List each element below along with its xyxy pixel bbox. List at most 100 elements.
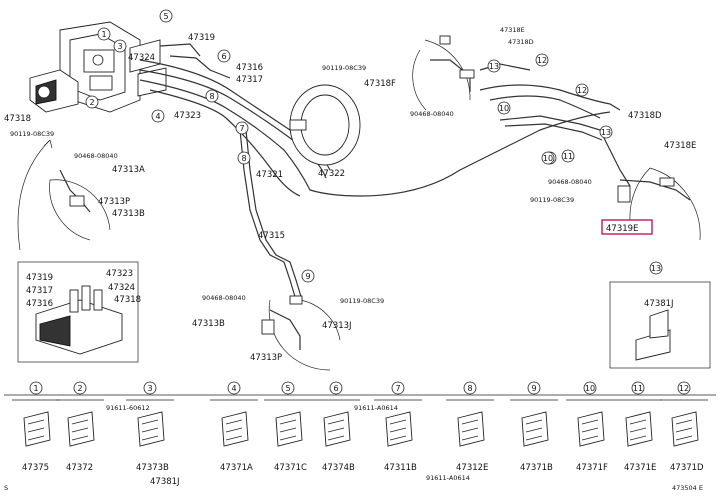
- circle-callout-13-2: 13: [599, 125, 613, 139]
- front-brake-disc-left: [49, 169, 111, 241]
- label-c473198: 47319: [188, 33, 215, 43]
- bottom-part-label-9: 47371B: [520, 463, 553, 473]
- bottom-part-7: 7 47311B 91611-A0614: [354, 381, 422, 473]
- bottom-part-extra-3: 47381J: [150, 477, 180, 487]
- svg-text:6: 6: [333, 384, 338, 393]
- circle-callout-13-box: 13: [649, 261, 663, 275]
- circle-callout-10-2: 10: [541, 151, 555, 165]
- label-c4731se: 47318E: [500, 26, 525, 34]
- svg-text:12: 12: [679, 384, 689, 393]
- svg-text:2: 2: [77, 384, 82, 393]
- svg-text:10: 10: [543, 154, 553, 163]
- svg-text:6: 6: [221, 52, 226, 61]
- svg-text:5: 5: [285, 384, 290, 393]
- circle-callout-12-1: 12: [535, 53, 549, 67]
- label-c4731ef: 47319E: [606, 224, 638, 234]
- label-c4731sb: 47313B: [112, 209, 145, 219]
- bottom-part-sub-8: 91611-A0614: [426, 474, 470, 482]
- label-c4731sa: 47313A: [112, 165, 145, 175]
- rear-brake-disc-left: [261, 295, 341, 371]
- label-c4731dd: 47318D: [628, 111, 662, 121]
- bottom-part-label-4: 47371A: [220, 463, 253, 473]
- label-c90468a: 90468-08040: [74, 152, 118, 160]
- label-c4731sd: 47318D: [508, 38, 534, 46]
- svg-text:10: 10: [585, 384, 595, 393]
- highlight-frame: [601, 219, 653, 235]
- svg-text:12: 12: [537, 56, 547, 65]
- svg-text:12: 12: [577, 86, 587, 95]
- label-c473180: 47318: [4, 114, 31, 124]
- svg-text:11: 11: [563, 152, 573, 161]
- bottom-part-label-10: 47371F: [576, 463, 608, 473]
- circle-callout-8-2: 8: [205, 89, 219, 103]
- svg-text:13: 13: [601, 128, 611, 137]
- circle-numbers: 1234567891011121381112131013: [85, 9, 663, 283]
- label-c473220: 47322: [318, 169, 345, 179]
- label-c4731p2: 47313P: [250, 353, 282, 363]
- circle-callout-6-1: 6: [217, 49, 231, 63]
- svg-text:9: 9: [305, 272, 310, 281]
- label-c90119b: 90119-08C39: [322, 64, 366, 72]
- label-c473150: 47315: [258, 231, 285, 241]
- bottom-part-label-1: 47375: [22, 463, 49, 473]
- circle-callout-4-1: 4: [151, 109, 165, 123]
- bottom-part-6: 6 47374B: [312, 381, 360, 473]
- svg-text:8: 8: [241, 154, 246, 163]
- bottom-part-5: 5 47371C: [264, 381, 312, 473]
- circle-callout-3-1: 3: [113, 39, 127, 53]
- svg-text:4: 4: [155, 112, 160, 121]
- svg-text:3: 3: [117, 42, 122, 51]
- bottom-part-label-3: 47373B: [136, 463, 169, 473]
- bottom-part-label-7: 47311B: [384, 463, 417, 473]
- inset-arrow-head: [43, 139, 53, 149]
- label-c4731sp: 47313P: [98, 197, 130, 207]
- label-c4731b2: 47313B: [192, 319, 225, 329]
- label-c4738j: 47381J: [644, 299, 674, 309]
- svg-text:13: 13: [651, 264, 661, 273]
- bottom-part-10: 10 47371F: [566, 381, 614, 473]
- bottom-part-12: 12 47371D: [660, 381, 708, 473]
- brake-line-rear: [239, 129, 303, 301]
- brake-booster: [289, 84, 361, 166]
- circle-callout-9-1: 9: [301, 269, 315, 283]
- circle-callout-7-1: 7: [235, 121, 249, 135]
- bottom-part-9: 9 47371B: [510, 381, 558, 473]
- svg-text:5: 5: [163, 12, 168, 21]
- rear-brake-disc-right: [617, 167, 701, 241]
- svg-text:1: 1: [101, 30, 106, 39]
- circle-callout-2-1: 2: [85, 95, 99, 109]
- circle-callout-8-1: 8: [237, 151, 251, 165]
- label-c90468d: 90468-08040: [202, 294, 246, 302]
- circle-callout-13-1: 13: [487, 59, 501, 73]
- label-c90468b: 90468-08040: [410, 110, 454, 118]
- label-c473170: 47317: [236, 75, 263, 85]
- bottom-part-label-6: 47374B: [322, 463, 355, 473]
- bottom-part-sub-7: 91611-A0614: [354, 404, 398, 412]
- svg-text:8: 8: [467, 384, 472, 393]
- svg-text:7: 7: [395, 384, 400, 393]
- svg-text:9: 9: [531, 384, 536, 393]
- bottom-part-label-2: 47372: [66, 463, 93, 473]
- bottom-part-label-5: 47371C: [274, 463, 307, 473]
- bottom-part-2: 2 47372: [56, 381, 104, 473]
- circle-callout-5-1: 5: [159, 9, 173, 23]
- svg-text:3: 3: [147, 384, 152, 393]
- label-c473240: 47324: [128, 53, 155, 63]
- actuator-inset: [17, 261, 139, 363]
- bottom-part-label-12: 47371D: [670, 463, 704, 473]
- label-c90468c: 90468-08040: [548, 178, 592, 186]
- bottom-part-label-8: 47312E: [456, 463, 488, 473]
- svg-text:2: 2: [89, 98, 94, 107]
- label-i47318: 47318: [114, 295, 141, 305]
- bottom-part-label-11: 47371E: [624, 463, 656, 473]
- label-c90119a: 90119-08C39: [10, 130, 54, 138]
- label-c90119d: 90119-08C39: [340, 297, 384, 305]
- label-i47317: 47317: [26, 286, 53, 296]
- svg-text:7: 7: [239, 124, 244, 133]
- label-c473230: 47323: [174, 111, 201, 121]
